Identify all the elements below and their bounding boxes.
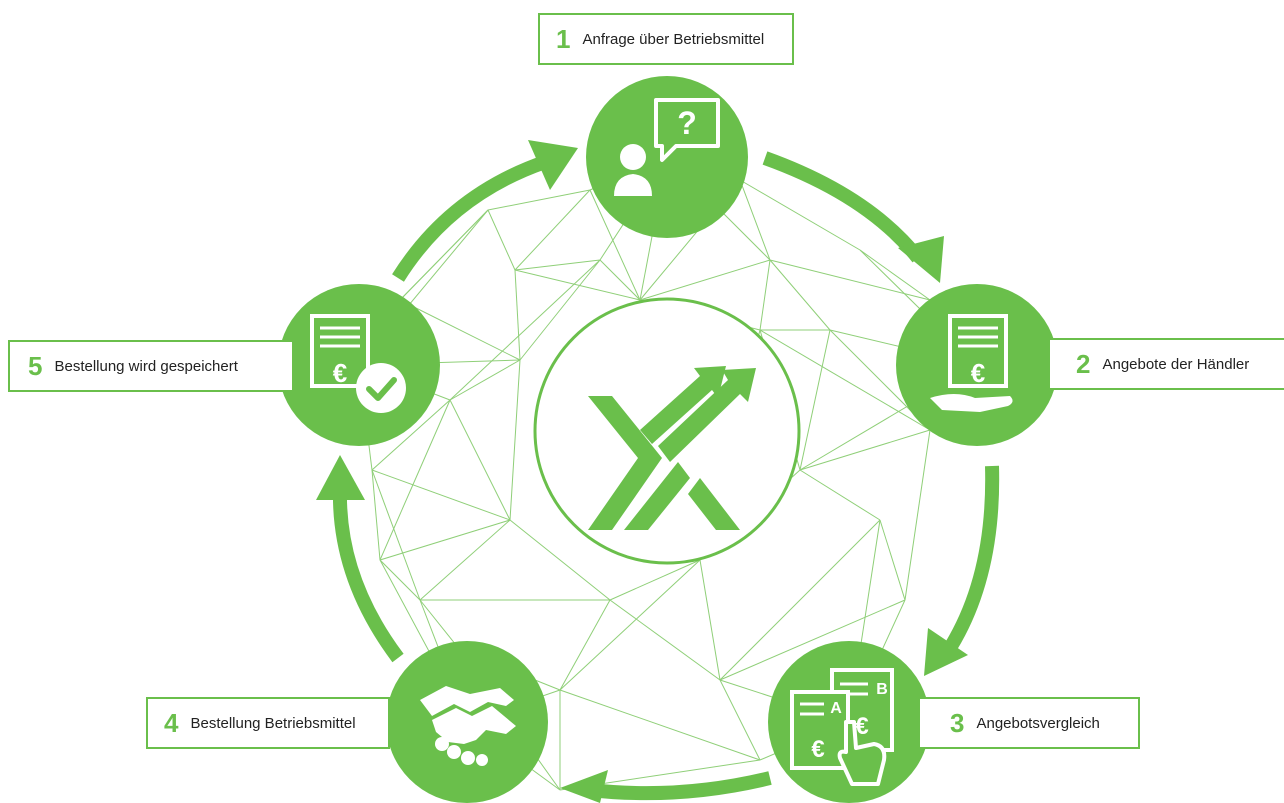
svg-text:€: € — [855, 713, 868, 740]
network-line — [509, 359, 521, 521]
network-line — [449, 399, 511, 521]
step-5-label: 5 Bestellung wird gespeichert — [8, 340, 294, 392]
step-3-circle: B € A € — [768, 641, 930, 803]
network-line — [719, 599, 906, 681]
step-1-label: 1 Anfrage über Betriebsmittel — [538, 13, 794, 65]
person-question-icon: ? — [614, 98, 720, 196]
step-1-text: Anfrage über Betriebsmittel — [582, 30, 765, 48]
network-line — [379, 519, 511, 561]
network-line — [559, 689, 761, 761]
arrow-2-to-3 — [924, 465, 1000, 676]
network-line — [559, 559, 701, 691]
step-4-text: Bestellung Betriebsmittel — [190, 714, 356, 732]
arrow-3-to-4 — [560, 770, 772, 803]
network-line — [699, 559, 721, 681]
network-line — [589, 189, 641, 301]
step-1-circle: ? — [586, 76, 748, 238]
network-line — [379, 559, 421, 601]
network-line — [799, 469, 881, 521]
network-line — [449, 259, 601, 401]
step-5-number: 5 — [28, 350, 43, 381]
arrow-1-to-2 — [762, 151, 944, 283]
network-line — [769, 259, 831, 331]
network-line — [514, 189, 591, 271]
arrow-5-to-1 — [392, 140, 578, 282]
step-2-number: 2 — [1076, 348, 1091, 379]
compare-offers-a-b-icon: B € A € — [790, 668, 894, 786]
step-2-circle: € — [896, 284, 1058, 446]
step-3-label: 3 Angebotsvergleich — [918, 697, 1140, 749]
hand-document-euro-icon: € — [930, 314, 1013, 412]
network-line — [609, 599, 721, 681]
step-2-label: 2 Angebote der Händler — [1048, 338, 1284, 390]
network-line — [859, 249, 931, 301]
document-euro-checkmark-icon: € — [310, 314, 406, 413]
svg-text:€: € — [333, 358, 347, 388]
network-line — [599, 259, 641, 301]
network-line — [639, 259, 771, 301]
svg-text:€: € — [811, 736, 824, 763]
network-line — [739, 179, 771, 261]
network-line — [449, 359, 521, 401]
network-line — [514, 269, 641, 301]
network-line — [769, 259, 931, 301]
network-line — [514, 269, 521, 361]
network-line — [519, 259, 601, 361]
network-line — [719, 679, 761, 761]
step-5-text: Bestellung wird gespeichert — [54, 357, 238, 375]
network-line — [371, 399, 451, 471]
svg-text:B: B — [876, 681, 888, 698]
network-line — [371, 469, 381, 561]
step-2-text: Angebote der Händler — [1102, 355, 1250, 373]
network-line — [379, 399, 451, 561]
step-1-number: 1 — [556, 23, 571, 54]
network-line — [371, 469, 421, 601]
network-line — [609, 559, 701, 601]
network-line — [371, 469, 511, 521]
step-3-text: Angebotsvergleich — [976, 714, 1100, 732]
network-line — [739, 179, 861, 251]
network-line — [904, 429, 931, 601]
network-line — [799, 329, 831, 471]
center-logo — [533, 297, 801, 565]
network-line — [879, 519, 906, 601]
network-line — [799, 429, 931, 471]
step-5-circle: € — [278, 284, 440, 446]
arrow-4-to-5 — [316, 455, 404, 663]
svg-text:A: A — [830, 700, 842, 717]
network-line — [419, 519, 511, 601]
network-line — [487, 189, 591, 211]
network-line — [759, 259, 771, 331]
step-3-number: 3 — [950, 707, 965, 738]
network-line — [719, 519, 881, 681]
network-line — [399, 209, 489, 301]
network-line — [509, 519, 611, 601]
network-line — [399, 299, 521, 361]
network-line — [559, 599, 611, 691]
svg-text:€: € — [971, 358, 985, 388]
network-line — [514, 259, 601, 271]
handshake-icon — [420, 686, 516, 766]
step-4-circle — [386, 641, 548, 803]
network-line — [759, 329, 931, 431]
network-line — [419, 599, 461, 651]
step-4-number: 4 — [164, 707, 179, 738]
network-line — [487, 209, 516, 271]
cycle-arrows — [316, 140, 1000, 803]
svg-text:?: ? — [677, 105, 697, 141]
step-4-label: 4 Bestellung Betriebsmittel — [146, 697, 390, 749]
